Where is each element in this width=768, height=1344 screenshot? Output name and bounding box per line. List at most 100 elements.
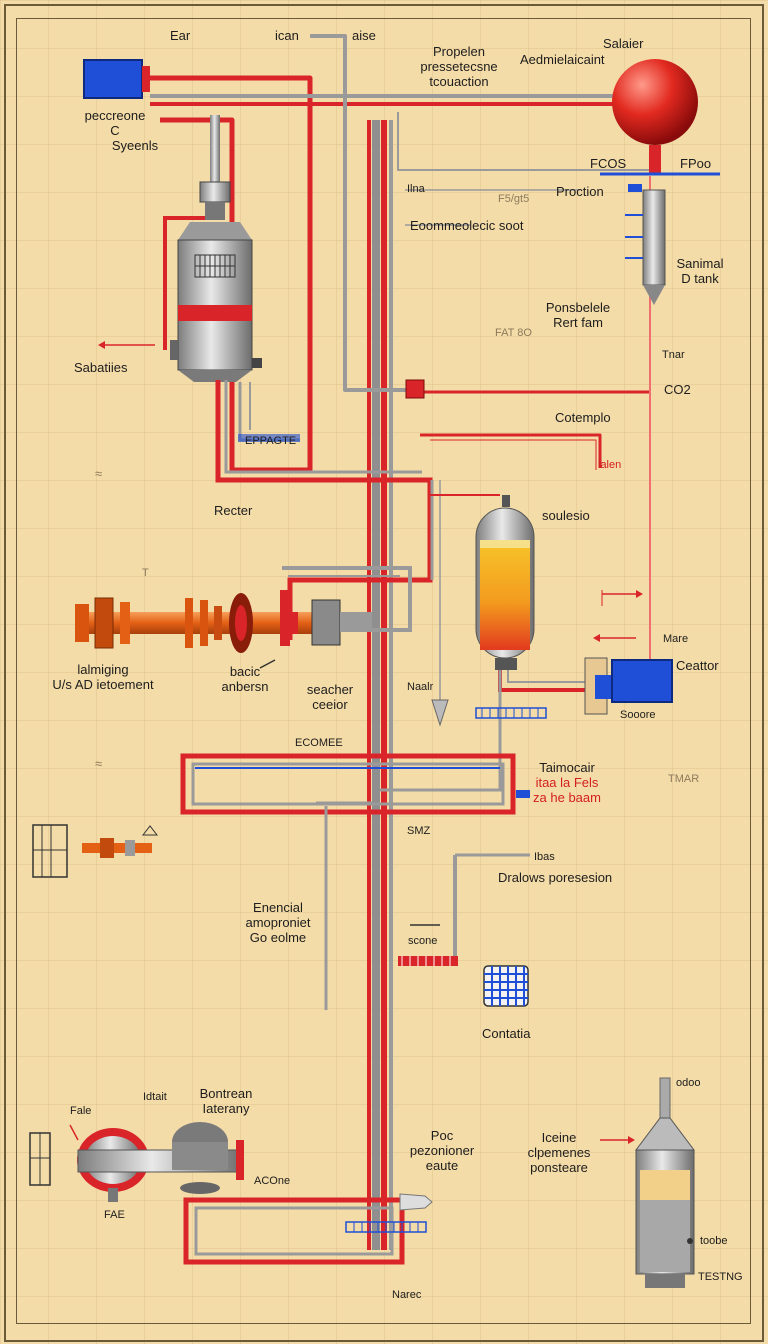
label-sanimal: Sanimal D tank [677,256,724,286]
label-bontrean: Bontrean Iaterany [200,1086,253,1116]
label-economic: Eoommeolecic soot [410,218,524,233]
small-valve-assembly [32,824,159,878]
separator-vessel [380,495,600,792]
blue-pump-cooler [584,590,673,715]
label-contatia: Contatia [482,1026,531,1041]
label-naalr: Naalr [407,681,434,693]
label-sanimal-2: D tank [681,271,719,286]
label-separate: EPPAGTE [245,435,297,447]
label-recter: Recter [214,503,253,518]
label-ican: ican [275,28,299,43]
label-fale: Fale [70,1105,92,1117]
label-poc-1: Poc [430,1128,454,1143]
label-tairocair-1: Taimocair [539,760,595,775]
label-tmar-right: TMAR [668,773,700,785]
label-lalen: lalen [598,459,622,471]
label-back-1: bacic [229,664,261,679]
label-back-2: anbersn [221,679,269,694]
orange-pump-shaft [75,590,372,669]
label-testng: TESTNG [698,1271,743,1283]
label-iceine-1: Iceine [541,1130,577,1145]
label-enercial-2: amoproniet [245,915,311,930]
label-iceine: Iceine clpemenes ponsteare [528,1130,591,1175]
label-fcos: FCOS [590,156,627,171]
label-poc: Poc pezonioner eaute [410,1128,474,1173]
label-tairocair: Taimocair itaa la Fels za he baam [533,760,601,805]
label-poc-2: pezonioner [409,1143,475,1158]
label-bais: Ibas [534,851,555,863]
reactor-vessel [98,115,300,442]
label-lalmiging-2: U/s AD ietoement [52,677,154,692]
label-pecreons-1: peccreone [84,108,146,123]
label-seacher-2: ceeior [312,697,348,712]
label-ear: Ear [170,28,191,43]
label-saballes: Sabatiies [74,360,128,375]
label-propelen-2: pressetecsne [420,59,498,74]
label-possibelo: Ponsbelele Rert fam [546,300,610,330]
label-aedm: Aedmielaicaint [520,52,605,67]
label-left-blur-1: ≈ [95,466,103,481]
label-bontrean-1: Bontrean [199,1086,253,1101]
label-narec: Narec [392,1289,422,1301]
control-valve [405,379,425,399]
label-fpoo: FPoo [680,156,712,171]
label-dralows: Dralows poresesion [498,870,613,885]
blue-container [483,965,529,1007]
label-scone: scone [408,935,438,947]
label-oodo: odoo [676,1077,701,1089]
blue-feed-tank [83,59,143,99]
label-enercial-3: Go eolme [249,930,307,945]
label-toobe: toobe [700,1235,728,1247]
label-ubt: T [142,567,149,579]
label-pecreons-2: C [110,123,120,138]
label-lalmiging-1: lalmiging [77,662,129,677]
label-ilna: Ilna [407,183,425,195]
label-salaier: Salaier [603,36,644,51]
flange-valve [286,612,298,634]
label-co2: CO2 [664,382,691,397]
label-poc-3: eaute [425,1158,459,1173]
label-back: bacic anbersn [222,664,269,694]
label-mare: Mare [663,633,689,645]
red-sphere-separator [600,59,720,305]
label-tmar: Tnar [662,349,685,361]
label-seacher: seacher ceeior [307,682,353,712]
label-proction: Proction [556,184,604,199]
label-fae: FAE [104,1209,125,1221]
label-fatso: FAT 8O [495,327,532,339]
bottom-pump-set [29,1122,244,1202]
label-sanimal-1: Sanimal [676,256,724,271]
label-enercial: Enencial amoproniet Go eolme [245,900,310,945]
label-propelen-3: tcouaction [429,74,489,89]
heat-exchange-loop [180,753,530,1010]
label-enercial-1: Enencial [253,900,303,915]
label-fa-small: F5/gt5 [498,193,530,205]
label-acone: ACOne [254,1175,291,1187]
label-seacher-1: seacher [306,682,354,697]
label-smz: SMZ [407,825,431,837]
label-iceine-2: clpemenes [527,1145,591,1160]
drain-line [398,853,530,966]
label-sooore: Sooore [620,709,656,721]
main-riser-pipe [367,120,393,1250]
label-propelen: Propelen pressetecsne tcouaction [420,44,497,89]
storage-tank [600,1077,695,1288]
bottom-loop-pipes [183,1193,433,1265]
label-left-blur-2: ≈ [95,756,103,771]
label-iceine-3: ponsteare [530,1160,588,1175]
label-tairocair-3: za he baam [533,790,601,805]
label-pecreons-3: Syeenls [111,138,159,153]
label-lalmiging: lalmiging U/s AD ietoement [52,662,153,692]
label-pecreons: peccreone C Syeenls [72,108,158,153]
label-bontrean-2: Iaterany [202,1101,250,1116]
label-tairocair-2: itaa la Fels [535,775,599,790]
label-ecowee: ECOMEE [295,737,343,749]
label-propelen-1: Propelen [432,44,486,59]
label-ceattor: Ceattor [676,658,719,673]
label-possibelo-2: Rert fam [553,315,603,330]
top-header-pipes [145,34,651,660]
label-idtait: Idtait [143,1091,167,1103]
label-aise: aise [352,28,376,43]
